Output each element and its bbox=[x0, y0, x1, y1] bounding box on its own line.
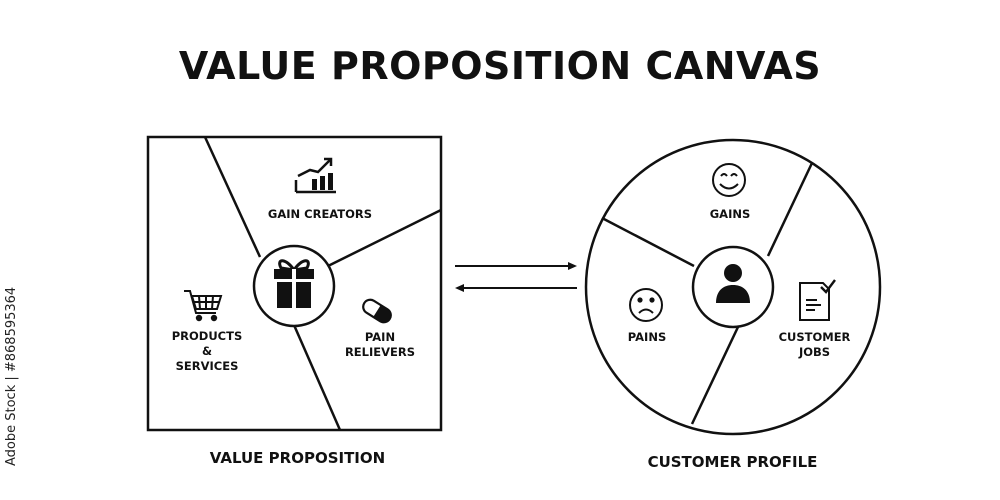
smiling-face-icon bbox=[712, 163, 746, 197]
pill-icon bbox=[362, 298, 392, 324]
page-title: VALUE PROPOSITION CANVAS bbox=[178, 44, 822, 88]
pains-label: PAINS bbox=[607, 330, 687, 345]
customer-profile-caption: CUSTOMER PROFILE bbox=[647, 453, 818, 471]
gains-label: GAINS bbox=[690, 207, 770, 222]
value-proposition-caption: VALUE PROPOSITION bbox=[209, 449, 386, 467]
stock-watermark: Adobe Stock | #868595364 bbox=[4, 286, 19, 466]
relievers-text: RELIEVERS bbox=[344, 345, 416, 359]
gift-icon bbox=[274, 259, 314, 308]
checked-document-icon bbox=[799, 279, 836, 321]
gains-text: GAINS bbox=[709, 207, 751, 221]
pain-relievers-label: PAIN RELIEVERS bbox=[335, 330, 425, 360]
shopping-cart-icon bbox=[184, 290, 223, 322]
gain-creators-text: GAIN CREATORS bbox=[267, 207, 373, 221]
person-icon bbox=[716, 264, 750, 303]
services-text: SERVICES bbox=[175, 359, 239, 373]
products-services-label: PRODUCTS & SERVICES bbox=[157, 329, 257, 374]
customer-jobs-label: CUSTOMER JOBS bbox=[767, 330, 862, 360]
frowning-face-icon bbox=[629, 288, 663, 322]
bar-chart-growth-icon bbox=[294, 157, 336, 194]
jobs-text: JOBS bbox=[798, 345, 831, 359]
ampersand-text: & bbox=[201, 344, 213, 358]
pain-text: PAIN bbox=[364, 330, 396, 344]
products-text: PRODUCTS bbox=[171, 329, 243, 343]
pains-text: PAINS bbox=[627, 330, 667, 344]
customer-text: CUSTOMER bbox=[778, 330, 851, 344]
gain-creators-label: GAIN CREATORS bbox=[250, 207, 390, 222]
value-proposition-square bbox=[146, 135, 443, 432]
two-way-arrows-icon bbox=[455, 262, 577, 292]
